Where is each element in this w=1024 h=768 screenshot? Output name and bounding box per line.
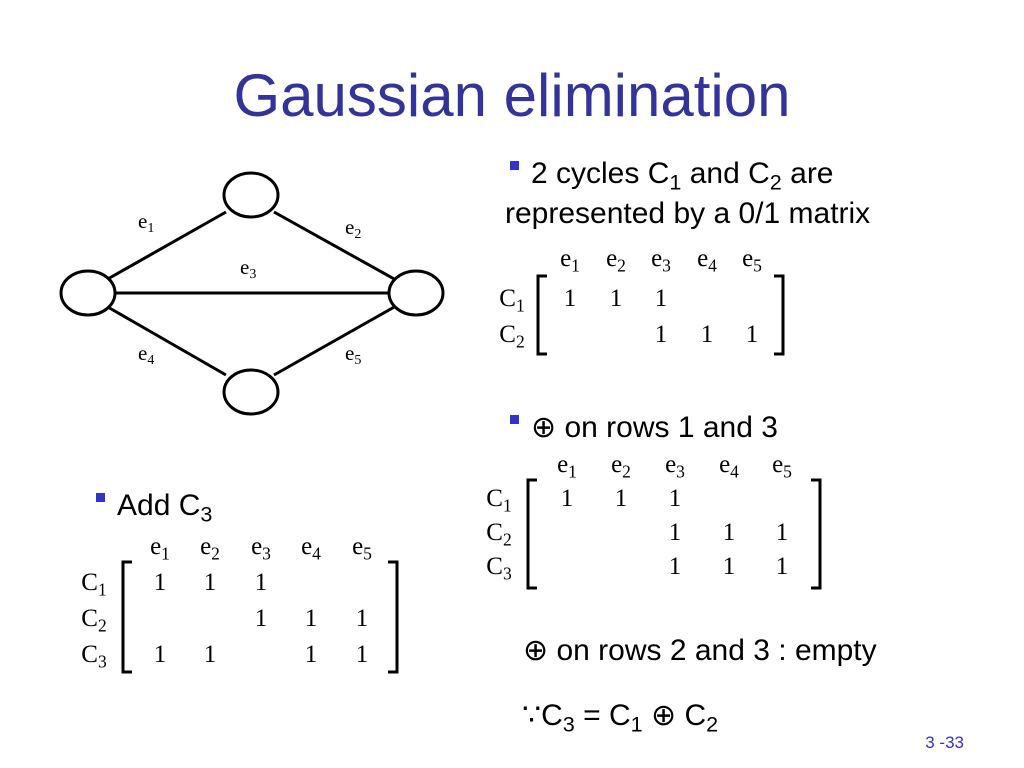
- matrix-cell: 1: [153, 641, 167, 668]
- col-header: e4: [697, 245, 717, 276]
- matrix-after-xor: e1 e2 e3 e4 e5 C1 C2 C3 1 1 1 1 1 1 1 1 …: [465, 450, 845, 595]
- col-header: e2: [200, 533, 220, 564]
- matrix-cell: 1: [745, 321, 759, 348]
- note-c3-equation: ∵C3 = C1 ⊕ C2: [522, 699, 719, 737]
- matrix-cell: 1: [775, 519, 789, 546]
- matrix-cell: 1: [355, 605, 369, 632]
- vertex-top: [222, 171, 280, 219]
- matrix-cell: 1: [668, 553, 682, 580]
- note-xor-rows-2-3: ⊕ on rows 2 and 3 : empty: [523, 634, 877, 667]
- col-header: e5: [772, 451, 792, 482]
- matrix-cell: 1: [254, 605, 268, 632]
- matrix-cell: 1: [563, 285, 577, 312]
- matrix-cell: 1: [654, 285, 668, 312]
- row-label: C2: [486, 519, 512, 550]
- row-label: C1: [499, 285, 525, 316]
- row-label: C1: [81, 569, 107, 600]
- edge-e5: [273, 304, 397, 377]
- left-bracket: [526, 478, 537, 590]
- bullet-square-icon: [510, 160, 519, 170]
- matrix-cell: 1: [700, 321, 714, 348]
- left-bracket: [536, 274, 547, 356]
- bullet-cycles-line2: represented by a 0/1 matrix: [505, 197, 871, 230]
- matrix-cell: 1: [203, 569, 217, 596]
- edge-label-e2: e2: [345, 215, 361, 242]
- right-bracket: [774, 274, 785, 356]
- slide-title: Gaussian elimination: [233, 62, 791, 129]
- xor-icon: ⊕: [642, 699, 685, 732]
- edge-e4: [105, 304, 227, 377]
- because-icon: ∵: [522, 699, 542, 732]
- matrix-cell: 1: [355, 641, 369, 668]
- col-header: e4: [719, 451, 739, 482]
- left-bracket: [121, 560, 132, 674]
- matrix-cell: 1: [203, 641, 217, 668]
- matrix-cell: 1: [560, 485, 574, 512]
- matrix-cell: 1: [668, 519, 682, 546]
- col-header: e1: [150, 533, 170, 564]
- matrix-cell: 1: [304, 641, 318, 668]
- row-label: C3: [81, 641, 107, 672]
- xor-icon: ⊕: [523, 634, 549, 667]
- col-header: e2: [611, 451, 631, 482]
- col-header: e5: [742, 245, 762, 276]
- col-header: e3: [665, 451, 685, 482]
- edge-label-e5: e5: [345, 341, 361, 368]
- right-bracket: [388, 560, 399, 674]
- matrix-cell: 1: [722, 519, 736, 546]
- matrix-cell: 1: [722, 553, 736, 580]
- xor-icon: ⊕: [531, 411, 557, 444]
- col-header: e2: [606, 245, 626, 276]
- edge-e2: [273, 210, 397, 282]
- matrix-with-c3: e1 e2 e3 e4 e5 C1 C2 C3 1 1 1 1 1 1 1 1 …: [60, 530, 420, 675]
- row-label: C3: [486, 553, 512, 584]
- matrix-cell: 1: [668, 485, 682, 512]
- bullet-xor-rows-1-3: ⊕ on rows 1 and 3: [510, 408, 778, 448]
- right-bracket: [811, 478, 822, 590]
- page-number: 3 -33: [925, 733, 964, 752]
- vertex-left: [59, 269, 117, 317]
- row-label: C1: [486, 485, 512, 516]
- matrix-cycles: e1 e2 e3 e4 e5 C1 C2 1 1 1 1 1 1: [480, 240, 800, 360]
- vertex-bottom: [222, 368, 280, 416]
- matrix-cell: 1: [614, 485, 628, 512]
- bullet-square-icon: [96, 492, 105, 502]
- matrix-cell: 1: [254, 569, 268, 596]
- bullet-square-icon: [510, 414, 519, 424]
- row-label: C2: [499, 321, 525, 352]
- matrix-cell: 1: [775, 553, 789, 580]
- row-label: C2: [81, 605, 107, 636]
- col-header: e1: [560, 245, 580, 276]
- edge-label-e1: e1: [138, 209, 154, 236]
- col-header: e3: [651, 245, 671, 276]
- vertex-right: [387, 269, 445, 317]
- matrix-cell: 1: [654, 321, 668, 348]
- matrix-cell: 1: [609, 285, 623, 312]
- graph-diagram: e1 e2 e3 e4 e5: [59, 171, 445, 416]
- col-header: e4: [301, 533, 321, 564]
- col-header: e3: [251, 533, 271, 564]
- edge-label-e3: e3: [240, 255, 256, 282]
- col-header: e1: [557, 451, 577, 482]
- bullet-add-c3: Add C3: [96, 486, 212, 534]
- col-header: e5: [352, 533, 372, 564]
- edge-label-e4: e4: [138, 341, 154, 368]
- matrix-cell: 1: [153, 569, 167, 596]
- matrix-cell: 1: [304, 605, 318, 632]
- edge-e1: [105, 210, 227, 282]
- bullet-cycles: 2 cycles C1 and C2 are: [510, 154, 834, 202]
